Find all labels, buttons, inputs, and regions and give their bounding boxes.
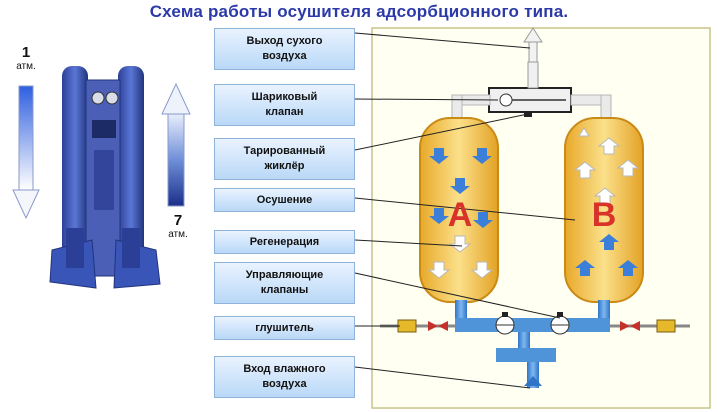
label-line: Управляющие	[245, 269, 324, 282]
high-pressure-value: 7	[173, 212, 183, 229]
low-pressure-value: 1	[21, 44, 31, 61]
dryer-unit-image	[49, 66, 161, 289]
vessel-a-letter: A	[447, 196, 473, 234]
label-line: клапан	[265, 106, 304, 118]
label-line: Вход влажного	[243, 363, 326, 376]
label-line: глушитель	[255, 321, 314, 334]
label-line: Тарированный	[243, 145, 326, 158]
label-regeneration: Регенерация	[214, 230, 355, 254]
label-dry-air-out: Выход сухого воздуха	[214, 28, 355, 70]
silencer-lines	[380, 319, 690, 333]
label-line: Шариковый	[251, 91, 318, 104]
label-silencer: глушитель	[214, 316, 355, 340]
ball-valve-housing	[488, 61, 572, 117]
low-pressure-label: 1 атм.	[14, 44, 38, 72]
bottom-pipes	[455, 300, 610, 388]
diagram-title: Схема работы осушителя адсорбционного ти…	[149, 2, 569, 21]
label-line: Регенерация	[249, 235, 320, 248]
vessel-b-letter: B	[591, 196, 617, 234]
label-line: воздуха	[262, 50, 307, 62]
label-line: жиклёр	[264, 160, 305, 172]
control-valve-right	[550, 312, 570, 335]
high-pressure-arrow	[161, 82, 191, 207]
label-line: Выход сухого	[246, 35, 323, 48]
high-pressure-label: 7 атм.	[164, 212, 192, 240]
drying-flow-arrows	[429, 148, 493, 228]
label-line: Осушение	[256, 193, 313, 206]
label-wet-air-in: Вход влажного воздуха	[214, 356, 355, 398]
label-line: клапаны	[260, 284, 309, 296]
regeneration-flow-arrows	[573, 127, 640, 205]
drying-flow-arrows-white	[427, 235, 494, 279]
label-orifice: Тарированный жиклёр	[214, 138, 355, 180]
leader-lines	[354, 32, 576, 389]
low-pressure-unit: атм.	[16, 61, 36, 72]
low-pressure-arrow	[12, 85, 40, 220]
label-control-valves: Управляющие клапаны	[214, 262, 355, 304]
high-pressure-unit: атм.	[168, 229, 188, 240]
control-valve-left	[495, 312, 515, 335]
label-ball-valve: Шариковый клапан	[214, 84, 355, 126]
regeneration-flow-arrows-blue	[575, 234, 638, 276]
label-line: воздуха	[262, 378, 307, 390]
label-drying: Осушение	[214, 188, 355, 212]
